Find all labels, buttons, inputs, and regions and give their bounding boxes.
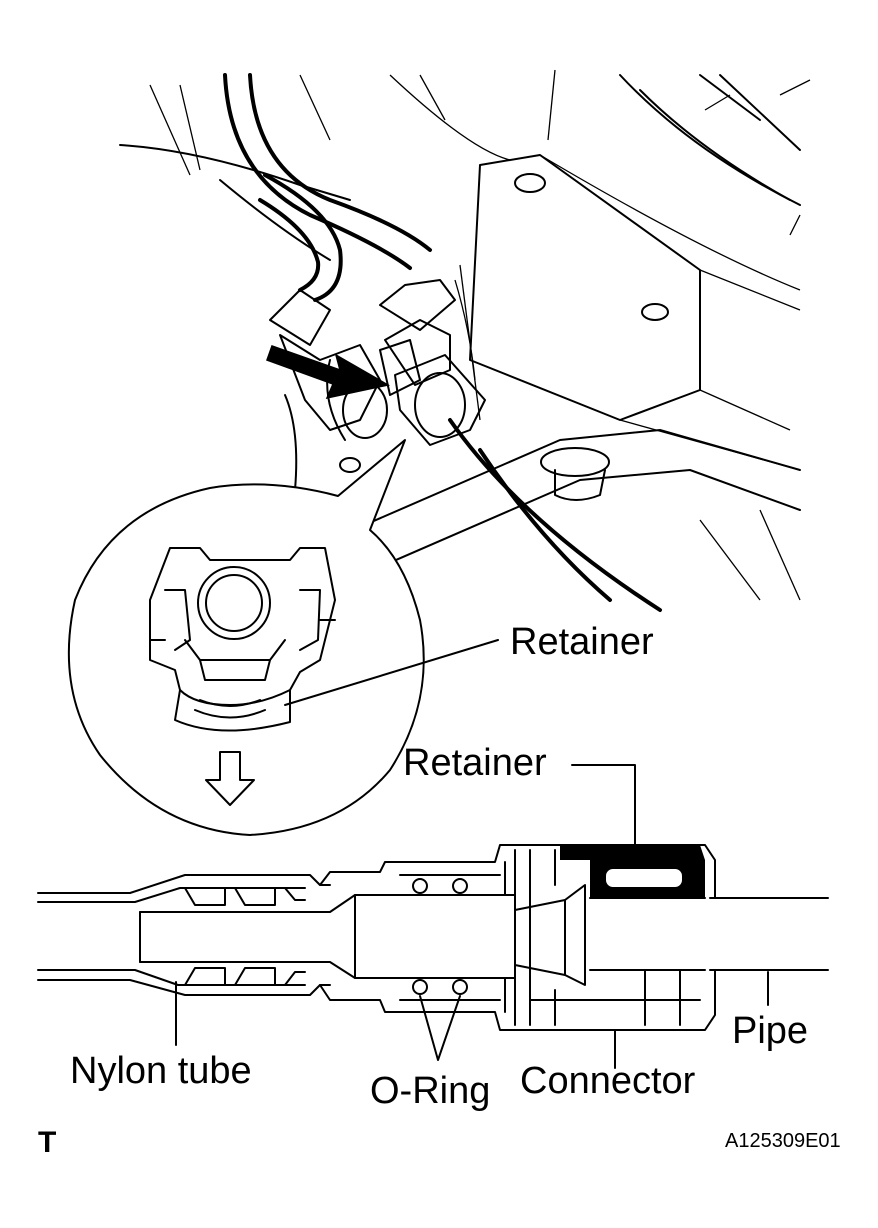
o-ring-2-top: [452, 878, 468, 894]
o-ring-label: O-Ring: [370, 1070, 490, 1112]
retainer-section-leader: [571, 764, 636, 849]
corner-tag: T: [38, 1126, 56, 1159]
pipe-label: Pipe: [732, 1010, 808, 1052]
retainer-section-label: Retainer: [403, 742, 547, 784]
o-ring-1-top: [412, 878, 428, 894]
push-direction-arrow: [266, 345, 391, 400]
o-ring-1-bottom: [412, 979, 428, 995]
connector-label: Connector: [520, 1060, 696, 1102]
pull-down-arrow: [205, 751, 255, 806]
retainer-detail-view: [149, 547, 336, 732]
retainer-detail-label: Retainer: [510, 621, 654, 663]
retainer-detail-callout: [67, 439, 499, 836]
nylon-tube-label: Nylon tube: [70, 1050, 252, 1092]
o-ring-leader: [419, 995, 461, 1061]
connector-cross-section: [37, 764, 829, 1069]
figure-id: A125309E01: [725, 1130, 841, 1152]
underbody-illustration: [119, 69, 811, 612]
o-ring-2-bottom: [452, 979, 468, 995]
retainer-detail-leader: [284, 639, 499, 706]
